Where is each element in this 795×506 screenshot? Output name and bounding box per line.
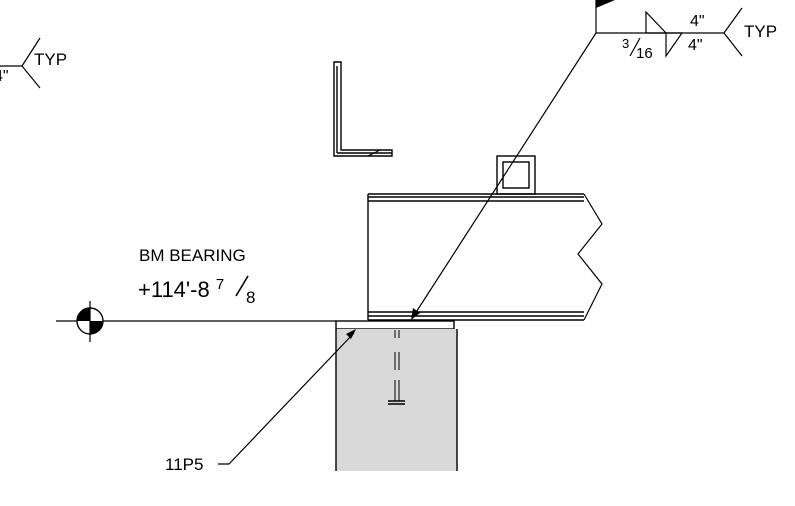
weld-size-left: 4" — [0, 68, 9, 85]
weld-length-bottom: 4" — [688, 37, 703, 54]
plate-callout: 11P5 — [165, 329, 356, 474]
fillet-weld-arrow-side-icon — [645, 10, 668, 34]
weld-size-denominator: 16 — [636, 45, 653, 62]
weld-callout-right: 3 16 4" 4" TYP — [411, 0, 777, 320]
anchor-bolt — [388, 330, 405, 405]
weld-size-numerator: 3 — [622, 36, 629, 51]
weld-leader-line — [412, 32, 597, 318]
plate-leader-arrow — [346, 329, 356, 339]
steel-beam — [367, 193, 603, 321]
plate-mark-label: 11P5 — [165, 455, 203, 474]
fillet-weld-other-side-icon — [665, 32, 684, 58]
elevation-target-icon — [76, 301, 104, 342]
elevation-value-main: +114'-8 — [138, 277, 210, 302]
elevation-value-frac-num: 7 — [216, 276, 224, 293]
weld-note-right: TYP — [744, 22, 777, 41]
elevation-value-frac-den: 8 — [246, 288, 255, 307]
weld-length-top: 4" — [690, 13, 705, 30]
elevation-value: +114'-8 7 — [138, 276, 224, 302]
elevation-title: BM BEARING — [139, 246, 246, 265]
weld-tail-right — [723, 7, 743, 57]
bearing-plate — [335, 320, 455, 330]
field-weld-flag-icon — [596, 0, 615, 8]
plate-leader-line — [218, 332, 355, 465]
weld-tail-left — [21, 37, 41, 89]
weld-note-left: TYP — [34, 50, 67, 69]
elevation-fraction-slash — [235, 275, 249, 297]
weld-callout-left: 4" TYP — [0, 37, 67, 89]
angle-section — [333, 61, 393, 157]
weld-leader-arrow — [411, 308, 420, 320]
beam-break-line — [577, 193, 603, 321]
weld-size-slash — [629, 37, 641, 57]
elevation-marker: BM BEARING +114'-8 7 8 — [56, 246, 336, 342]
concrete-pier — [335, 329, 458, 471]
hss-tube-section — [496, 155, 536, 195]
